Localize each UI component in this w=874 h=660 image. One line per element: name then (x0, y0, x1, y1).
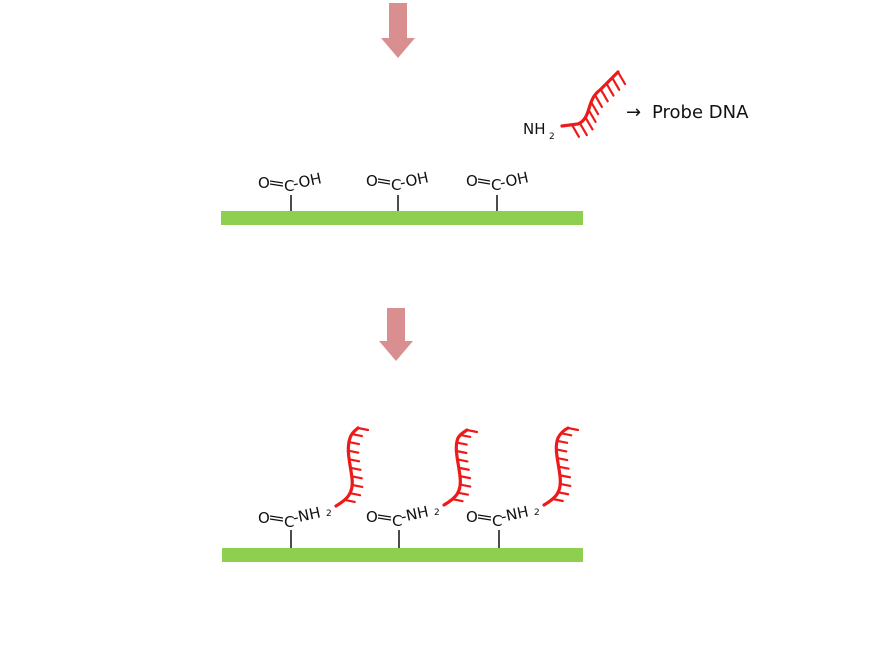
dna-base-tooth (587, 108, 597, 123)
amide-subscript: 2 (434, 508, 440, 518)
dna-base-tooth (465, 428, 479, 434)
dna-base-tooth (459, 483, 472, 488)
oxygen-label: O (366, 172, 378, 190)
oxygen-label: O (258, 509, 270, 527)
dna-base-tooth (584, 116, 594, 131)
dna-base-tooth (557, 491, 570, 496)
hydroxyl-label: -OH (398, 168, 430, 192)
hydroxyl-label: -OH (498, 168, 530, 192)
arrow-head (381, 38, 415, 58)
oxygen-label: O (466, 508, 478, 526)
dna-base-tooth (349, 466, 362, 471)
legend-arrow-glyph: → (626, 102, 641, 123)
carbon-label: C (391, 176, 401, 194)
dna-base-tooth (347, 449, 360, 454)
carboxyl-group: O C -OH (258, 169, 323, 211)
amide-nh-label: -NH (499, 503, 530, 526)
oxygen-label: O (366, 508, 378, 526)
amide-subscript: 2 (534, 508, 540, 518)
dna-backbone (560, 70, 620, 128)
dna-base-tooth (455, 449, 468, 455)
down-arrow-top (381, 3, 415, 58)
amide-subscript: 2 (326, 509, 332, 519)
dna-base-tooth (555, 448, 568, 453)
amide-linked-probe: O C -NH 2 (366, 428, 479, 548)
hydroxyl-label: -OH (291, 169, 323, 193)
amine-label: NH (523, 120, 546, 138)
dna-base-tooth (551, 497, 564, 503)
dna-base-tooth (356, 426, 370, 432)
carbon-label: C (284, 177, 294, 195)
carboxyl-group: O C -OH (466, 168, 530, 211)
dna-base-tooth (457, 466, 470, 471)
dna-base-tooth (455, 441, 468, 446)
oxygen-label: O (466, 172, 478, 190)
amide-nh-label: -NH (399, 503, 430, 526)
stage2-surface-group: O C -NH 2 O C -NH 2 O C -NH 2 (222, 426, 583, 562)
substrate-surface (221, 211, 583, 225)
carboxyl-group: O C -OH (366, 168, 430, 211)
down-arrow-middle (379, 308, 413, 361)
dna-base-tooth (557, 465, 570, 470)
probe-dna-strand (442, 428, 479, 507)
amine-subscript: 2 (549, 132, 555, 142)
arrow-shaft (389, 3, 407, 41)
carbon-label: C (284, 513, 294, 531)
probe-dna-strand (542, 426, 580, 507)
arrow-head (379, 341, 413, 361)
dna-base-tooth (350, 432, 363, 438)
dna-base-tooth (459, 433, 472, 439)
oxygen-label: O (258, 174, 270, 192)
dna-base-tooth (458, 475, 472, 480)
dna-base-tooth (590, 101, 600, 116)
stage1-surface-group: O C -OH O C -OH O C -OH (221, 168, 583, 225)
dna-backbone (542, 426, 570, 507)
dna-backbone (334, 426, 360, 508)
dna-base-tooth (558, 474, 572, 479)
dna-base-tooth (566, 426, 580, 432)
probe-dna-legend: NH 2 → Probe DNA (523, 70, 749, 142)
dna-base-tooth (616, 70, 627, 86)
dna-base-tooth (351, 483, 364, 489)
dna-base-tooth (555, 439, 569, 444)
dna-base-tooth (570, 123, 581, 138)
dna-base-tooth (456, 491, 470, 496)
dna-base-tooth (348, 458, 361, 463)
probe-dna-strand (334, 426, 370, 508)
dna-base-tooth (348, 492, 362, 497)
dna-base-tooth (347, 441, 361, 446)
substrate-surface (222, 548, 583, 562)
dna-base-tooth (451, 498, 464, 503)
dna-base-tooth (560, 432, 573, 437)
dna-base-tooth (350, 475, 363, 480)
dna-base-tooth (605, 82, 615, 97)
dna-backbone (442, 428, 469, 507)
probe-dna-strand (560, 70, 627, 138)
arrow-shaft (387, 308, 405, 344)
dna-base-tooth (343, 498, 356, 504)
carbon-label: C (491, 176, 501, 194)
carbon-label: C (392, 512, 402, 530)
dna-base-tooth (456, 458, 469, 463)
amide-linked-probe: O C -NH 2 (258, 426, 370, 548)
dna-base-tooth (593, 93, 604, 109)
legend-probe-dna-label: Probe DNA (652, 102, 749, 123)
amide-nh-label: -NH (291, 504, 322, 527)
dna-base-tooth (611, 76, 621, 91)
dna-base-tooth (559, 482, 572, 488)
dna-base-tooth (556, 456, 569, 462)
carbon-label: C (492, 512, 502, 530)
amide-linked-probe: O C -NH 2 (466, 426, 580, 548)
dna-base-tooth (599, 88, 609, 103)
dna-base-tooth (578, 121, 588, 137)
